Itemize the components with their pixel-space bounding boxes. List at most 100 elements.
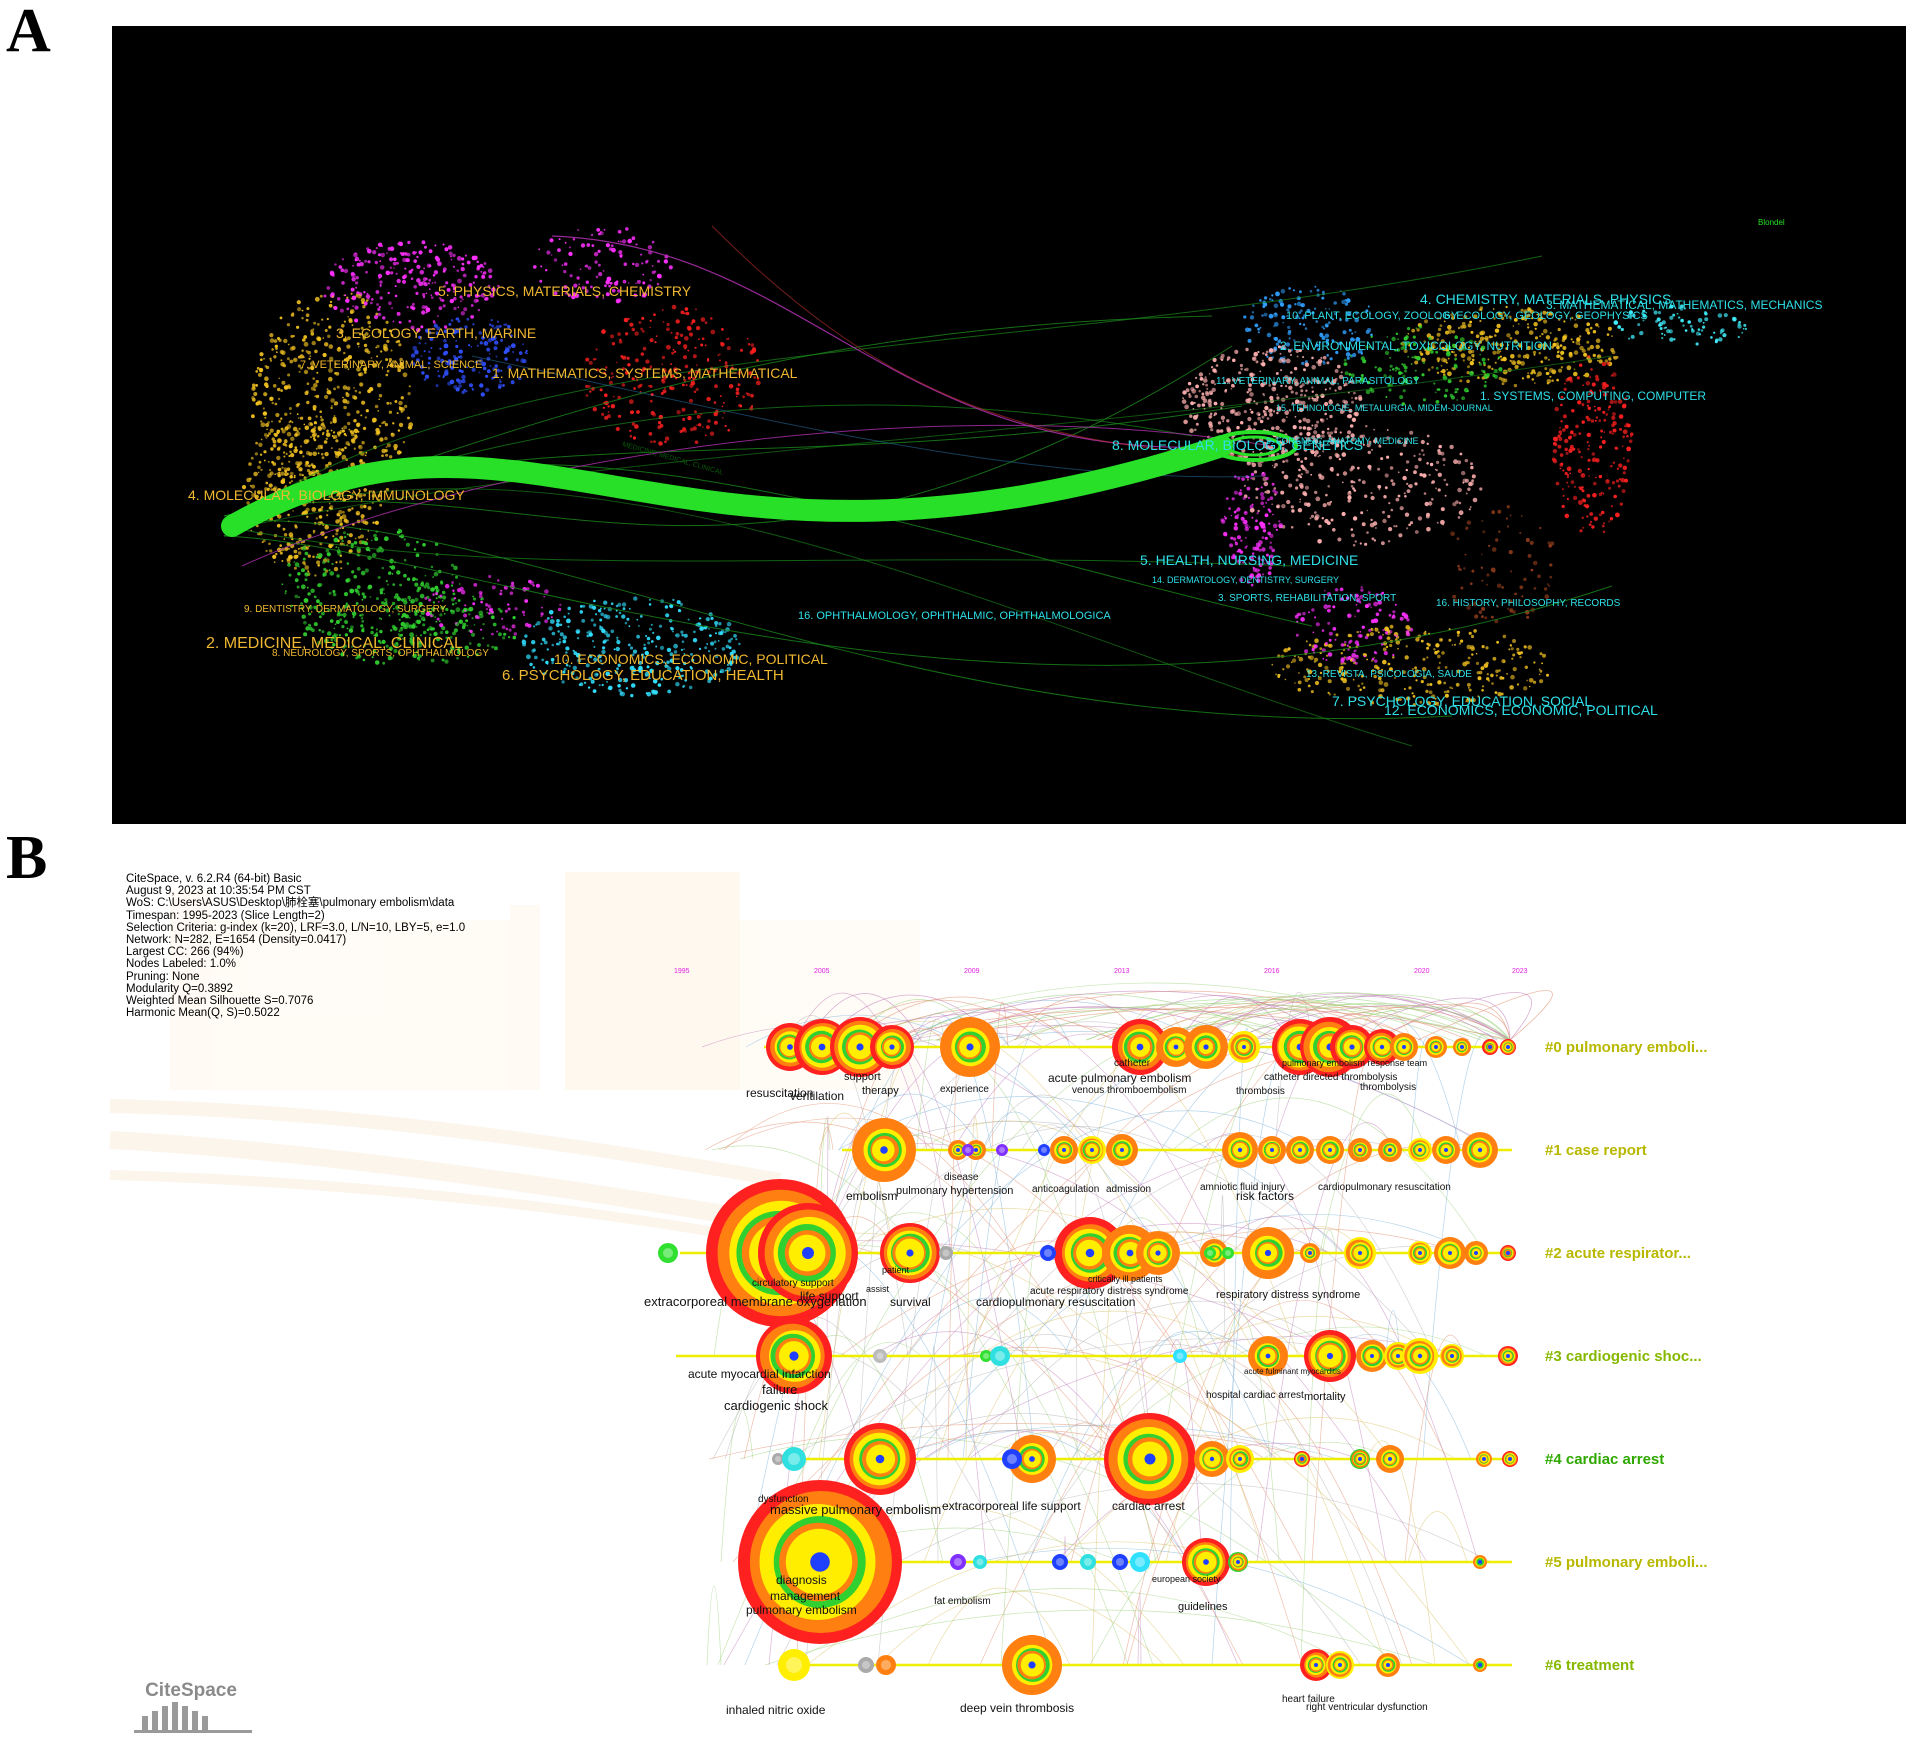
node-label: dysfunction <box>758 1494 809 1505</box>
node-label: acute fulminant myocarditis <box>1244 1367 1341 1376</box>
node-label: survival <box>890 1295 931 1309</box>
meta-line: Network: N=282, E=1654 (Density=0.0417) <box>126 934 347 947</box>
a-right-label: 8. MOLECULAR, BIOLOGY, GENETICS <box>1112 437 1363 453</box>
citespace-logo-text: CiteSpace <box>145 1680 237 1701</box>
node-label: therapy <box>862 1085 899 1097</box>
timeline-view: 1995 2005 2009 2013 2016 2020 2023 resus… <box>0 860 1908 1737</box>
node-label: life support <box>800 1289 859 1303</box>
a-left-label: 5. PHYSICS, MATERIALS, CHEMISTRY <box>438 283 692 299</box>
citespace-metadata: CiteSpace, v. 6.2.R4 (64-bit) Basic Augu… <box>126 873 465 1019</box>
cluster-label: #2 acute respirator... <box>1545 1245 1691 1262</box>
cluster-label: #1 case report <box>1545 1142 1647 1159</box>
node-label: thrombosis <box>1236 1086 1285 1097</box>
main-citation-flow <box>221 435 1233 537</box>
node-label: acute myocardial infarction <box>688 1367 831 1381</box>
year-tick: 2013 <box>1114 968 1130 975</box>
node-label: hospital cardiac arrest <box>1206 1390 1304 1401</box>
cluster-label: #5 pulmonary emboli... <box>1545 1554 1708 1571</box>
a-right-label: 12. ECONOMICS, ECONOMIC, POLITICAL <box>1384 702 1658 718</box>
year-tick: 2009 <box>964 968 980 975</box>
journal-scatter-points <box>241 227 1748 707</box>
cluster-label: #6 treatment <box>1545 1657 1634 1674</box>
meta-line: Pruning: None <box>126 970 200 983</box>
a-right-label: 11. VETERINARY, ANIMAL, PARASITOLOGY <box>1216 376 1420 387</box>
node-label: patient <box>882 1265 910 1275</box>
node-label: heart failure <box>1282 1694 1335 1705</box>
cluster-label: #4 cardiac arrest <box>1545 1451 1664 1468</box>
node-label: acute pulmonary embolism <box>1048 1071 1191 1085</box>
a-right-label: 7. PSYCHOLOGY, EDUCATION, SOCIAL <box>1332 693 1592 709</box>
panel-a-letter: A <box>6 0 51 65</box>
node-label: support <box>844 1071 881 1083</box>
node-label: pulmonary hypertension <box>896 1185 1013 1197</box>
a-right-label: 5. HEALTH, NURSING, MEDICINE <box>1140 552 1358 568</box>
a-right-label: 9. FORENSIC, ANATOMY, MEDICINE <box>1266 436 1419 446</box>
node-label: ventilation <box>790 1089 844 1103</box>
node-label: amniotic fluid injury <box>1200 1182 1285 1193</box>
node-label: respiratory distress syndrome <box>1216 1289 1360 1301</box>
a-right-label: 3. MATHEMATICAL, MATHEMATICS, MECHANICS <box>1546 298 1822 312</box>
node-label: cardiopulmonary resuscitation <box>1318 1182 1451 1193</box>
node-label: cardiogenic shock <box>724 1398 829 1413</box>
node-label: pulmonary embolism response team <box>1282 1058 1427 1068</box>
node-label: assist <box>866 1284 890 1294</box>
node-label: risk factors <box>1236 1189 1294 1203</box>
node-label: extracorporeal membrane oxygenation <box>644 1294 867 1309</box>
a-right-label: 4. CHEMISTRY, MATERIALS, PHYSICS <box>1420 291 1671 307</box>
node-label: cardiac arrest <box>1112 1499 1185 1513</box>
a-left-label: 7. VETERINARY, ANIMAL, SCIENCE <box>300 359 482 371</box>
node-label: extracorporeal life support <box>942 1499 1081 1513</box>
year-tick: 1995 <box>674 968 690 975</box>
a-left-label: 3. ECOLOGY, EARTH, MARINE <box>336 325 536 341</box>
cluster-label: #0 pulmonary emboli... <box>1545 1039 1708 1056</box>
node-label: thrombolysis <box>1360 1082 1416 1093</box>
a-left-label: 8. NEUROLOGY, SPORTS, OPHTHALMOLOGY <box>272 648 489 659</box>
meta-line: Harmonic Mean(Q, S)=0.5022 <box>126 1007 280 1020</box>
node-label: acute respiratory distress syndrome <box>1030 1286 1189 1297</box>
citespace-logo: CiteSpace <box>132 1680 250 1734</box>
node-label: management <box>770 1589 841 1603</box>
meta-line: Nodes Labeled: 1.0% <box>126 958 236 971</box>
meta-line: Largest CC: 266 (94%) <box>126 946 244 959</box>
node-label: inhaled nitric oxide <box>726 1703 826 1717</box>
a-right-label: 3. SPORTS, REHABILITATION, SPORT <box>1218 593 1396 604</box>
citespace-logo-bars <box>134 1702 252 1733</box>
year-tick: 2023 <box>1512 968 1528 975</box>
meta-line: WoS: C:\Users\ASUS\Desktop\肺栓塞\pulmonary… <box>126 897 455 910</box>
year-tick: 2005 <box>814 968 830 975</box>
a-right-label: 1. SYSTEMS, COMPUTING, COMPUTER <box>1480 389 1706 403</box>
a-right-label: 10. PLANT, ECOLOGY, ZOOLOGY <box>1286 310 1459 322</box>
a-left-label: 4. MOLECULAR, BIOLOGY, IMMUNOLOGY <box>188 487 465 503</box>
node-label: right ventricular dysfunction <box>1306 1702 1428 1713</box>
a-right-label: 13. REVISTA, PSICOLOGIA, SAUDE <box>1306 669 1472 680</box>
a-corner-text: Blondel <box>1758 218 1785 227</box>
flow-target-ring <box>1210 430 1298 462</box>
a-left-label: 6. PSYCHOLOGY, EDUCATION, HEALTH <box>502 667 784 684</box>
node-label: deep vein thrombosis <box>960 1701 1074 1715</box>
node-label: catheter directed thrombolysis <box>1264 1072 1397 1083</box>
node-label: resuscitation <box>746 1086 813 1100</box>
year-tick: 2020 <box>1414 968 1430 975</box>
citation-links <box>223 225 1613 747</box>
year-tick: 2016 <box>1264 968 1280 975</box>
node-label: admission <box>1106 1184 1151 1195</box>
a-left-label: 2. MEDICINE, MEDICAL, CLINICAL <box>206 635 463 652</box>
background-watermark <box>109 872 920 1245</box>
a-left-label: 1. MATHEMATICS, SYSTEMS, MATHEMATICAL <box>492 365 798 381</box>
cluster-label: #3 cardiogenic shoc... <box>1545 1348 1702 1365</box>
a-right-label: 14. DERMATOLOGY, DENTISTRY, SURGERY <box>1152 575 1339 585</box>
a-left-label: 9. DENTISTRY, DERMATOLOGY, SURGERY <box>244 604 447 615</box>
node-label: critically ill patients <box>1088 1274 1163 1284</box>
a-right-label: 2. ENVIRONMENTAL, TOXICOLOGY, NUTRITION <box>1280 339 1552 353</box>
node-label: pulmonary embolism <box>746 1603 857 1617</box>
node-label: massive pulmonary embolism <box>770 1502 941 1517</box>
year-axis: 1995 2005 2009 2013 2016 2020 2023 <box>674 968 1528 975</box>
timeline-nodes <box>658 1017 1518 1695</box>
node-label: venous thromboembolism <box>1072 1085 1187 1096</box>
node-label: mortality <box>1304 1391 1346 1403</box>
cluster-labels: #0 pulmonary emboli... #1 case report #2… <box>1545 1039 1708 1674</box>
node-label: experience <box>940 1084 989 1095</box>
node-label: failure <box>762 1382 797 1397</box>
node-label: anticoagulation <box>1032 1184 1099 1195</box>
node-label: catheter <box>1114 1058 1151 1069</box>
